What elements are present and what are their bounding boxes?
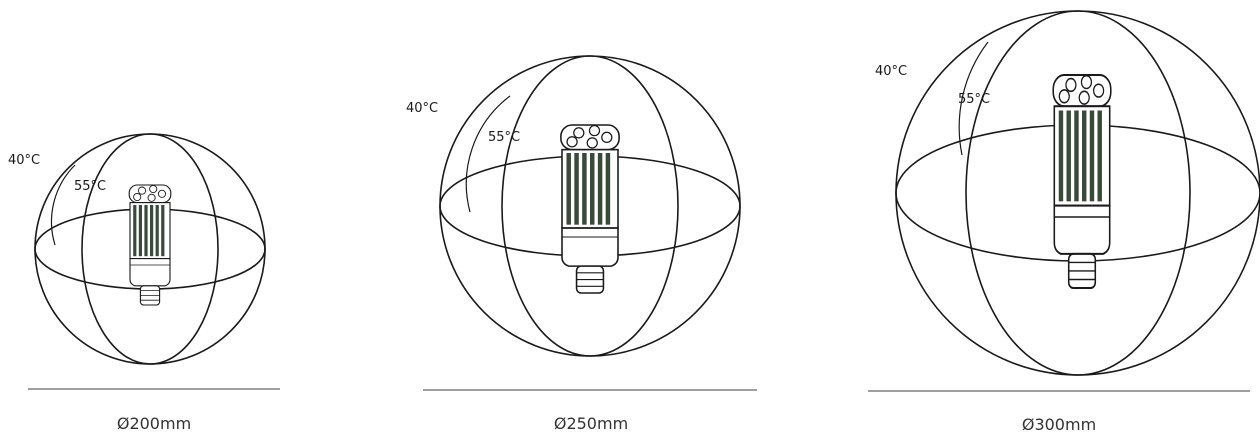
temp-40-arc xyxy=(958,41,989,156)
corn-bulb xyxy=(1052,74,1112,289)
inner-temp-label: 55°C xyxy=(958,92,990,107)
fixture-250: 40°C 55°C Ø250mm xyxy=(406,55,757,433)
diameter-label: Ø300mm xyxy=(1022,415,1096,434)
corn-bulb xyxy=(560,124,620,294)
diameter-label: Ø250mm xyxy=(554,414,628,433)
outer-temp-label: 40°C xyxy=(875,64,907,79)
outer-temp-label: 40°C xyxy=(406,101,438,116)
fixture-200: 40°C 55°C Ø200mm xyxy=(8,133,280,433)
corn-bulb xyxy=(128,184,172,306)
diameter-label: Ø200mm xyxy=(117,414,191,433)
inner-temp-label: 55°C xyxy=(74,179,106,194)
temp-40-arc xyxy=(50,164,76,246)
fixture-300: 40°C 55°C Ø300mm xyxy=(868,10,1260,434)
sphere-outline xyxy=(439,55,741,357)
outer-temp-label: 40°C xyxy=(8,153,40,168)
temp-40-arc xyxy=(465,95,511,213)
inner-temp-label: 55°C xyxy=(488,130,520,145)
